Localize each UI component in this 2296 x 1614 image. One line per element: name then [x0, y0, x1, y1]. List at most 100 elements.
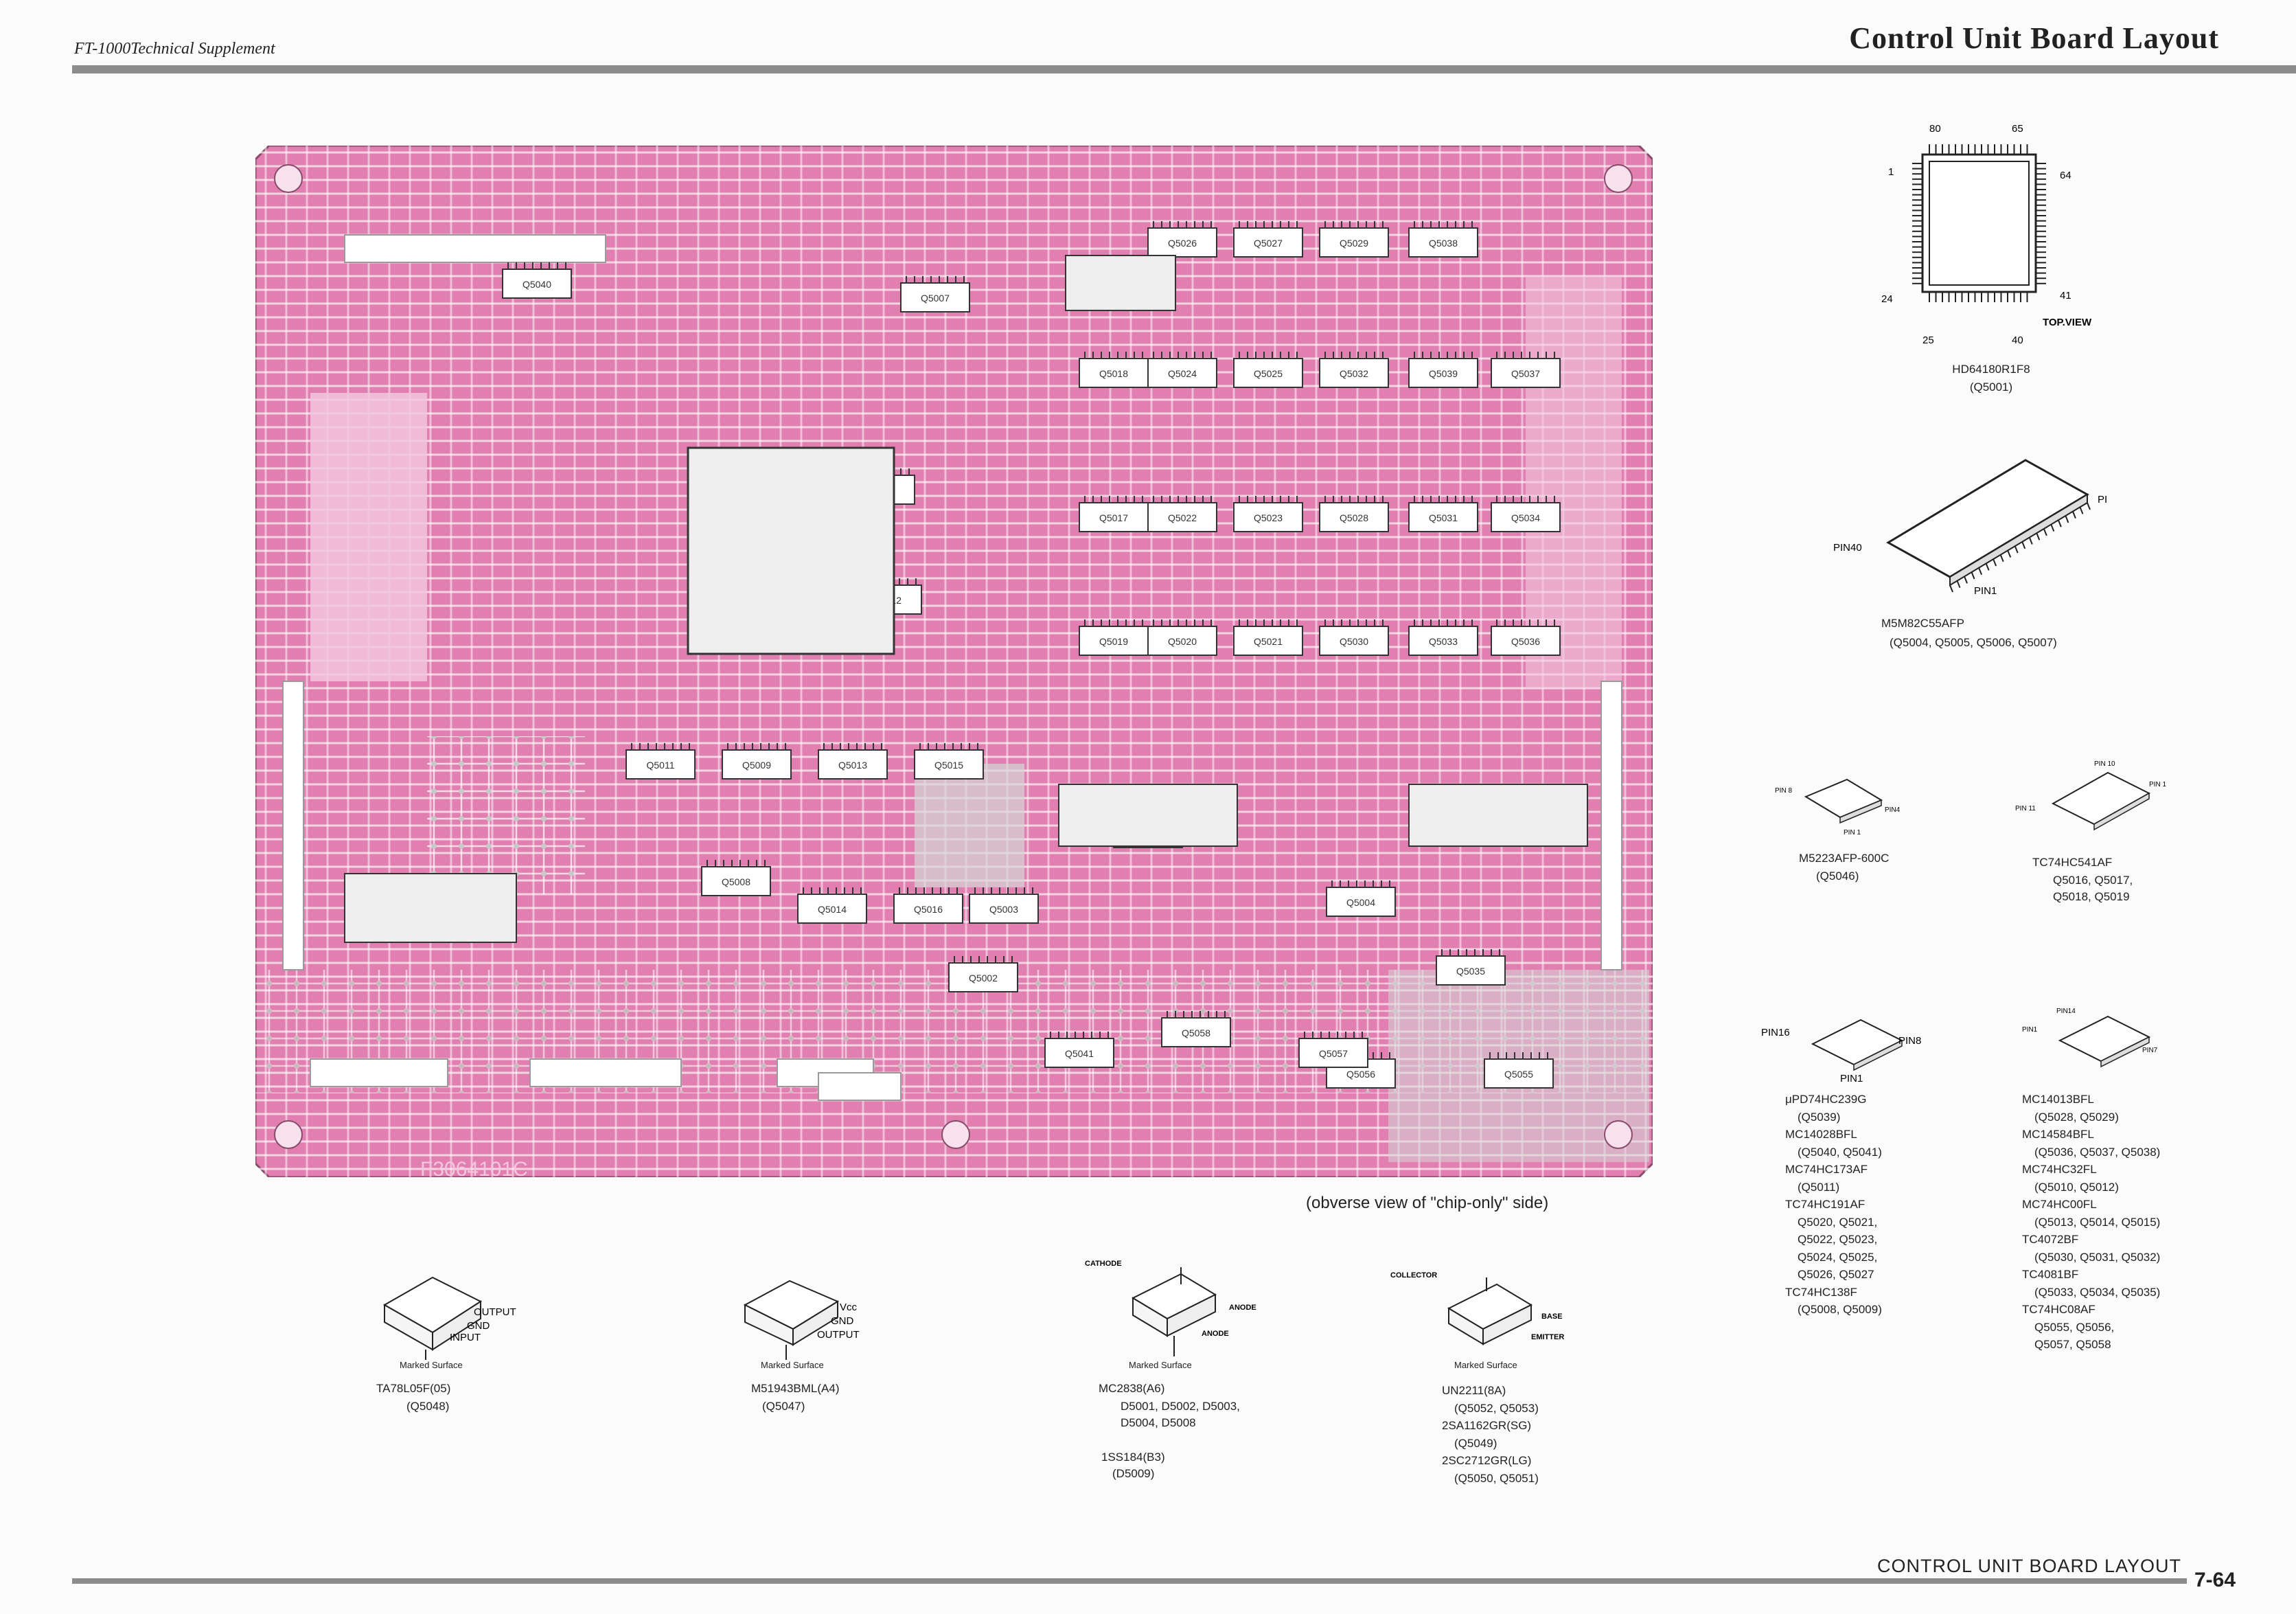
chip-footprint — [722, 749, 792, 780]
sop-pin40-label: PIN40 — [1833, 542, 1862, 554]
chip-label: Q5040 — [523, 279, 551, 290]
regulator-ta78l05-diagram: OUTPUT GND INPUT — [382, 1276, 516, 1360]
chip-label: Q5026 — [1168, 238, 1197, 249]
ic14-pin1: PIN1 — [2022, 1026, 2038, 1034]
sop-references: (Q5004, Q5005, Q5006, Q5007) — [1890, 636, 2057, 649]
qfp-pin-80: 80 — [1929, 123, 1941, 135]
sop-pin — [2079, 506, 2084, 514]
regulator-m51943-diagram: Vcc GND OUTPUT — [743, 1280, 860, 1360]
reg2-marked-surface: Marked Surface — [761, 1360, 824, 1370]
chip-footprint — [1408, 227, 1478, 258]
reg2-gnd-label: GND — [831, 1315, 854, 1327]
m5223-package-diagram: PIN 8 PIN4 PIN 1 — [1775, 778, 1901, 837]
part-list-line: (Q5049) — [1454, 1436, 1497, 1450]
chip-label: Q5057 — [1319, 1048, 1348, 1059]
sop-pin — [1971, 571, 1975, 580]
sop-pin — [2087, 502, 2091, 510]
chip-label: Q5013 — [838, 760, 867, 771]
chip-label: Q5031 — [1429, 512, 1458, 523]
chip-label: Q5032 — [1340, 368, 1368, 379]
chip-footprint — [948, 962, 1018, 992]
diode-part: MC2838(A6) — [1099, 1382, 1165, 1395]
chip-label: Q5034 — [1511, 512, 1540, 523]
sop-pin — [1999, 554, 2004, 562]
chip-footprint — [1079, 358, 1149, 388]
part-list-line: (Q5010, Q5012) — [2034, 1180, 2119, 1194]
chip-label: Q5020 — [1168, 636, 1197, 647]
chip-label: Q5007 — [921, 293, 950, 304]
chip-footprint — [1079, 502, 1149, 532]
reg1-output-label: OUTPUT — [474, 1306, 516, 1318]
chip-footprint — [1147, 502, 1217, 532]
chip-label: Q5014 — [818, 904, 847, 915]
part-list-line: Q5026, Q5027 — [1798, 1268, 1874, 1281]
ic-a-part: M5223AFP-600C — [1799, 852, 1890, 865]
part-list-line: (Q5036, Q5037, Q5038) — [2034, 1145, 2161, 1159]
chip-footprint — [900, 282, 970, 312]
ic-b-part: TC74HC541AF — [2032, 856, 2113, 869]
reg2-vcc-label: Vcc — [840, 1302, 858, 1313]
part-list-line: Q5055, Q5056, — [2034, 1320, 2115, 1334]
sop-pin20-label: PIN20 — [2098, 494, 2108, 505]
reg1-ref: (Q5048) — [406, 1400, 450, 1413]
part-list-line: TC74HC191AF — [1785, 1198, 1866, 1211]
diode-marked-surface: Marked Surface — [1129, 1360, 1192, 1370]
chip-footprint — [818, 749, 888, 780]
part-list-line: MC74HC173AF — [1785, 1163, 1868, 1176]
ic-b-ref-1: Q5016, Q5017, — [2053, 874, 2133, 887]
ic16-pin1: PIN1 — [1840, 1073, 1863, 1084]
chip-label: Q5004 — [1346, 897, 1375, 908]
chip-footprint — [1326, 887, 1396, 917]
reg2-output-label: OUTPUT — [817, 1329, 860, 1341]
part-list-line: MC74HC00FL — [2022, 1198, 2097, 1211]
chip-footprint — [1408, 626, 1478, 656]
chip-label: Q5033 — [1429, 636, 1458, 647]
part-list-line: UN2211(8A) — [1442, 1384, 1506, 1397]
part-list-line: TC74HC138F — [1785, 1285, 1857, 1299]
chip-label: Q5017 — [1099, 512, 1128, 523]
chip-footprint — [914, 749, 984, 780]
part-list-line: MC14028BFL — [1785, 1128, 1857, 1141]
part-list-line: TC4072BF — [2022, 1233, 2079, 1246]
qfp-pin-65: 65 — [2012, 123, 2023, 135]
part-list-line: 2SA1162GR(SG) — [1442, 1419, 1532, 1432]
chip-label: Q5023 — [1254, 512, 1283, 523]
chip-label: Q5041 — [1065, 1048, 1094, 1059]
part-list-line: MC14584BFL — [2022, 1128, 2094, 1141]
ic-a-ref: (Q5046) — [1816, 869, 1859, 883]
chip-footprint — [1233, 502, 1303, 532]
chip-footprint — [1298, 1038, 1368, 1068]
chip-label: Q5021 — [1254, 636, 1283, 647]
chip-label: Q5055 — [1504, 1069, 1533, 1080]
transistor-collector-label: COLLECTOR — [1390, 1271, 1437, 1280]
ic14-pin7: PIN7 — [2142, 1047, 2158, 1054]
part-list-line: TC4081BF — [2022, 1268, 2079, 1281]
sop40-package-diagram: PIN20 PIN40 PIN1 — [1833, 459, 2108, 597]
footer-rule — [72, 1578, 2187, 1584]
ic16-pin16: PIN16 — [1761, 1027, 1790, 1038]
chip-label: Q5037 — [1511, 368, 1540, 379]
part-list-line: (Q5052, Q5053) — [1454, 1401, 1539, 1415]
chip-label: Q5011 — [647, 760, 675, 771]
header-document-name: FT-1000Technical Supplement — [74, 40, 275, 58]
part-list-line: MC14013BFL — [2022, 1093, 2094, 1106]
sop-pin1-label: PIN1 — [1974, 585, 1997, 597]
chip-label: Q5009 — [742, 760, 771, 771]
qfp-pin-24: 24 — [1881, 293, 1893, 305]
chip-label: Q5029 — [1340, 238, 1368, 249]
sop-pin — [1964, 576, 1968, 584]
part-list-line: μPD74HC239G — [1785, 1093, 1867, 1106]
footer-title: CONTROL UNIT BOARD LAYOUT — [1877, 1556, 2182, 1576]
chip-footprint — [969, 894, 1039, 924]
sop-pin — [2014, 545, 2019, 554]
qfp-part-number: HD64180R1F8 — [1952, 363, 2030, 376]
chip-footprint — [1491, 626, 1561, 656]
diode-anode-2-label: ANODE — [1202, 1330, 1229, 1338]
board-caption: (obverse view of "chip-only" side) — [1306, 1194, 1549, 1212]
transistor-part-list: UN2211(8A) (Q5052, Q5053) 2SA1162GR(SG) (Q5… — [1442, 1382, 1593, 1487]
chip-label: Q5058 — [1182, 1027, 1210, 1038]
chip-footprint — [1319, 626, 1389, 656]
sop-pin — [1985, 563, 1990, 571]
chip-label: Q5003 — [989, 904, 1018, 915]
sop-pin — [1949, 584, 1953, 593]
